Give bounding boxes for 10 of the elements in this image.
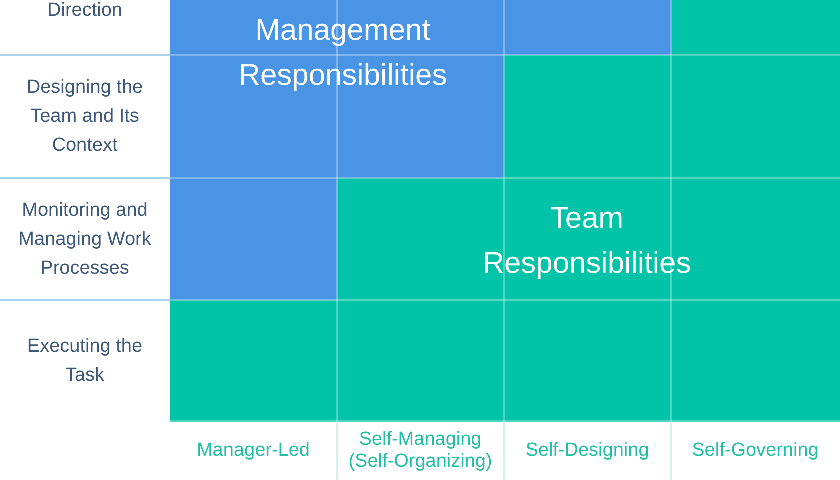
row-label: Direction	[48, 0, 122, 23]
column-label: Self-Governing	[692, 440, 819, 462]
zone-label: Management Responsibilities	[238, 13, 448, 94]
row-label: Designing the Team and Its Context	[26, 76, 144, 158]
column-label: Manager-Led	[196, 440, 310, 462]
zone-label: Team Responsibilities	[482, 201, 692, 282]
row-label: Executing the Task	[26, 335, 144, 388]
column-label: Self-Managing (Self-Organizing)	[348, 429, 494, 473]
row-label: Monitoring and Managing Work Processes	[18, 198, 152, 280]
column-label: Self-Designing	[526, 440, 650, 462]
